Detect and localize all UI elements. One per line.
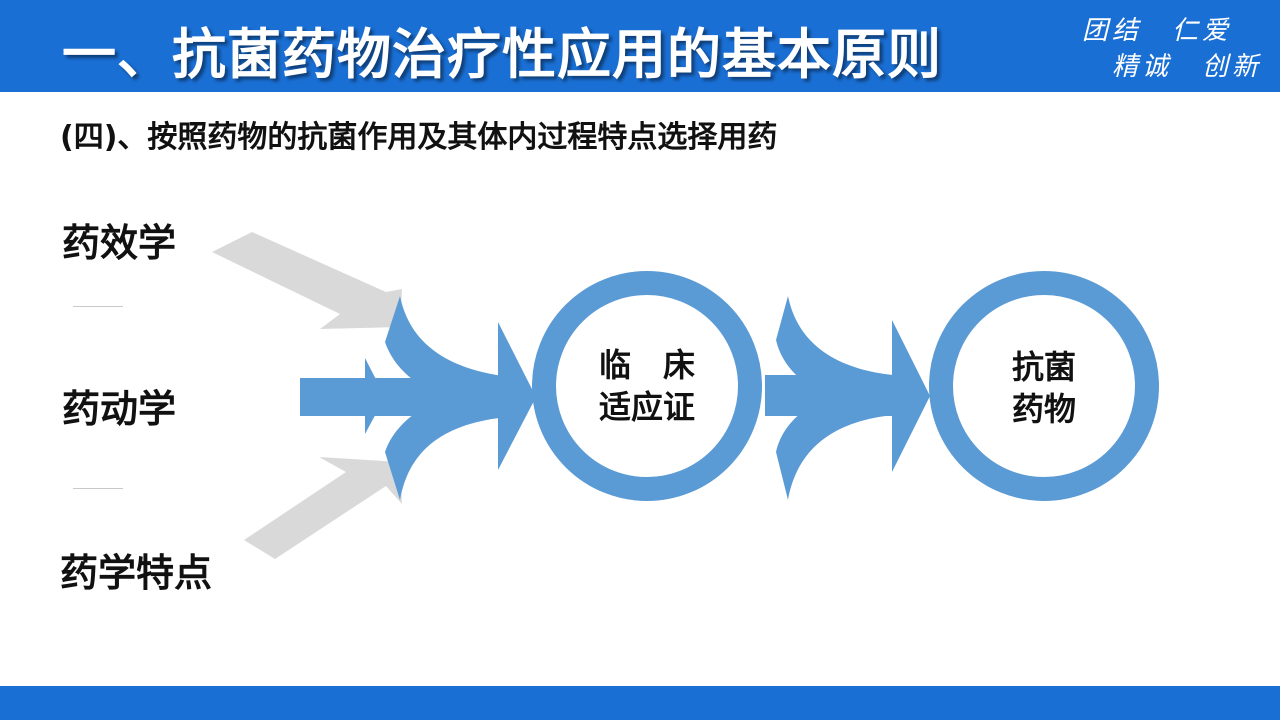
label-pharmaceutical-properties: 药学特点: [60, 551, 213, 595]
clinical-node-text: 临 床 适应证: [580, 344, 714, 428]
motto-line-1: 团结 仁爱: [1082, 16, 1233, 46]
divider-1: [73, 306, 123, 307]
drug-line-1: 抗菌: [1011, 348, 1076, 386]
page-title: 一、抗菌药物治疗性应用的基本原则: [62, 23, 942, 86]
header-bar: 一、抗菌药物治疗性应用的基本原则 团结 仁爱 精诚 创新: [0, 0, 1280, 92]
gray-arrow-bottom: [244, 457, 402, 559]
clinical-line-1: 临 床: [598, 346, 695, 384]
blue-merge-arrow: [300, 296, 536, 500]
drug-line-2: 药物: [1011, 390, 1076, 428]
footer-bar: [0, 686, 1280, 720]
section-subtitle: (四)、按照药物的抗菌作用及其体内过程特点选择用药: [60, 120, 778, 155]
divider-2: [73, 488, 123, 489]
label-pharmacokinetics: 药动学: [62, 387, 177, 431]
gray-arrow-top: [212, 232, 402, 329]
clinical-indication-circle: [532, 271, 762, 501]
label-pharmacodynamics: 药效学: [62, 221, 177, 265]
motto-line-2: 精诚 创新: [1112, 52, 1263, 82]
antibacterial-drug-circle: [929, 271, 1159, 501]
clinical-line-2: 适应证: [598, 388, 695, 426]
blue-connector-arrow: [765, 296, 930, 500]
drug-node-text: 抗菌 药物: [980, 346, 1108, 430]
